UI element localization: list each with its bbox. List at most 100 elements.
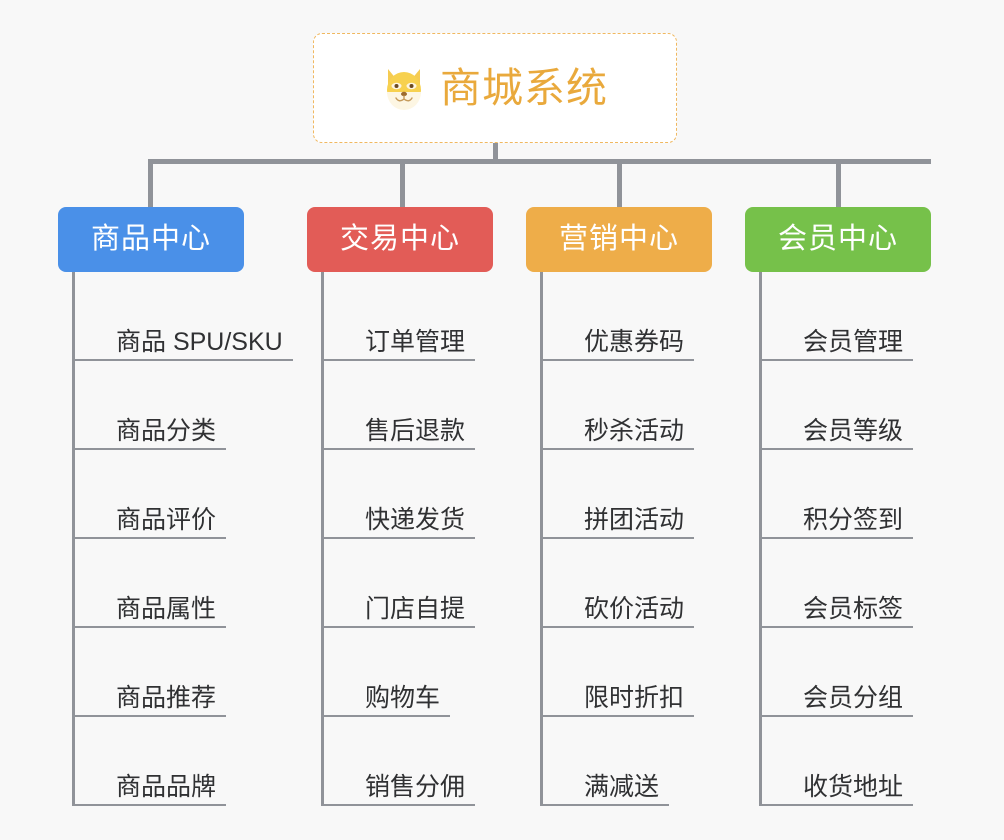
child-label: 会员分组: [803, 684, 904, 712]
child-label: 秒杀活动: [584, 417, 685, 445]
list-item[interactable]: 订单管理: [321, 272, 493, 361]
connector-drop-会员中心: [836, 159, 841, 207]
child-label: 订单管理: [365, 328, 466, 356]
child-underline: [759, 537, 913, 539]
connector-root-stem: [493, 143, 498, 163]
list-item[interactable]: 商品评价: [72, 450, 244, 539]
child-label: 拼团活动: [584, 506, 685, 534]
branch-column-3: 会员中心 会员管理 会员等级 积分签到 会员标签 会员分组: [745, 207, 931, 806]
root-title: 商城系统: [440, 64, 608, 111]
child-underline: [540, 359, 694, 361]
category-label: 会员中心: [777, 223, 898, 255]
child-label: 收货地址: [803, 773, 904, 801]
child-underline: [759, 448, 913, 450]
child-underline: [321, 626, 475, 628]
child-underline: [540, 537, 694, 539]
spine-1: [321, 272, 324, 806]
child-underline: [759, 359, 913, 361]
child-underline: [540, 715, 694, 717]
child-label: 快递发货: [365, 506, 466, 534]
child-underline: [72, 715, 226, 717]
child-label: 会员标签: [803, 595, 904, 623]
child-underline: [540, 626, 694, 628]
list-item[interactable]: 商品 SPU/SKU: [72, 272, 293, 361]
root-node-商城系统[interactable]: 商城系统: [313, 33, 677, 143]
child-label: 商品评价: [116, 506, 217, 534]
branch-column-0: 商品中心 商品 SPU/SKU 商品分类 商品评价 商品属性 商品推荐: [58, 207, 293, 806]
list-item[interactable]: 会员标签: [759, 539, 931, 628]
child-label: 商品品牌: [116, 773, 217, 801]
child-list-2: 优惠券码 秒杀活动 拼团活动 砍价活动 限时折扣 满减送: [540, 272, 712, 806]
list-item[interactable]: 会员分组: [759, 628, 931, 717]
child-underline: [72, 626, 226, 628]
child-underline: [759, 804, 913, 806]
child-underline: [321, 537, 475, 539]
category-label: 商品中心: [90, 223, 211, 255]
branch-column-2: 营销中心 优惠券码 秒杀活动 拼团活动 砍价活动 限时折扣: [526, 207, 712, 806]
child-label: 商品分类: [116, 417, 217, 445]
child-underline: [72, 537, 226, 539]
shiba-dog-face-icon: [382, 65, 426, 111]
spine-2: [540, 272, 543, 806]
category-header-2[interactable]: 营销中心: [526, 207, 712, 272]
child-label: 商品推荐: [116, 684, 217, 712]
list-item[interactable]: 会员管理: [759, 272, 931, 361]
list-item[interactable]: 限时折扣: [540, 628, 712, 717]
child-label: 购物车: [365, 684, 441, 712]
spine-3: [759, 272, 762, 806]
list-item[interactable]: 满减送: [540, 717, 712, 806]
category-header-0[interactable]: 商品中心: [58, 207, 244, 272]
child-underline: [321, 448, 475, 450]
child-label: 积分签到: [803, 506, 904, 534]
child-list-0: 商品 SPU/SKU 商品分类 商品评价 商品属性 商品推荐 商品品牌: [72, 272, 293, 806]
list-item[interactable]: 快递发货: [321, 450, 493, 539]
list-item[interactable]: 收货地址: [759, 717, 931, 806]
connector-drop-商品中心: [148, 159, 153, 207]
child-list-1: 订单管理 售后退款 快递发货 门店自提 购物车 销售分佣: [321, 272, 493, 806]
child-label: 商品属性: [116, 595, 217, 623]
list-item[interactable]: 商品推荐: [72, 628, 244, 717]
child-label: 限时折扣: [584, 684, 685, 712]
list-item[interactable]: 门店自提: [321, 539, 493, 628]
child-label: 优惠券码: [584, 328, 685, 356]
category-label: 交易中心: [339, 223, 460, 255]
list-item[interactable]: 商品属性: [72, 539, 244, 628]
list-item[interactable]: 商品品牌: [72, 717, 244, 806]
child-label: 砍价活动: [584, 595, 685, 623]
child-underline: [321, 804, 475, 806]
child-list-3: 会员管理 会员等级 积分签到 会员标签 会员分组 收货地址: [759, 272, 931, 806]
child-underline: [321, 715, 450, 717]
child-underline: [759, 715, 913, 717]
child-label: 销售分佣: [365, 773, 466, 801]
child-underline: [72, 359, 293, 361]
child-label: 会员管理: [803, 328, 904, 356]
child-label: 满减送: [584, 773, 660, 801]
category-label: 营销中心: [558, 223, 679, 255]
spine-0: [72, 272, 75, 806]
child-underline: [540, 448, 694, 450]
child-underline: [540, 804, 669, 806]
list-item[interactable]: 积分签到: [759, 450, 931, 539]
list-item[interactable]: 秒杀活动: [540, 361, 712, 450]
child-underline: [72, 804, 226, 806]
connector-horizontal-bus: [150, 159, 931, 164]
list-item[interactable]: 购物车: [321, 628, 493, 717]
list-item[interactable]: 商品分类: [72, 361, 244, 450]
child-label: 商品 SPU/SKU: [116, 328, 283, 356]
list-item[interactable]: 销售分佣: [321, 717, 493, 806]
child-label: 售后退款: [365, 417, 466, 445]
child-underline: [72, 448, 226, 450]
category-header-3[interactable]: 会员中心: [745, 207, 931, 272]
child-underline: [321, 359, 475, 361]
category-header-1[interactable]: 交易中心: [307, 207, 493, 272]
child-underline: [759, 626, 913, 628]
list-item[interactable]: 售后退款: [321, 361, 493, 450]
list-item[interactable]: 优惠券码: [540, 272, 712, 361]
connector-drop-交易中心: [400, 159, 405, 207]
list-item[interactable]: 砍价活动: [540, 539, 712, 628]
list-item[interactable]: 会员等级: [759, 361, 931, 450]
list-item[interactable]: 拼团活动: [540, 450, 712, 539]
connector-drop-营销中心: [617, 159, 622, 207]
child-label: 门店自提: [365, 595, 466, 623]
